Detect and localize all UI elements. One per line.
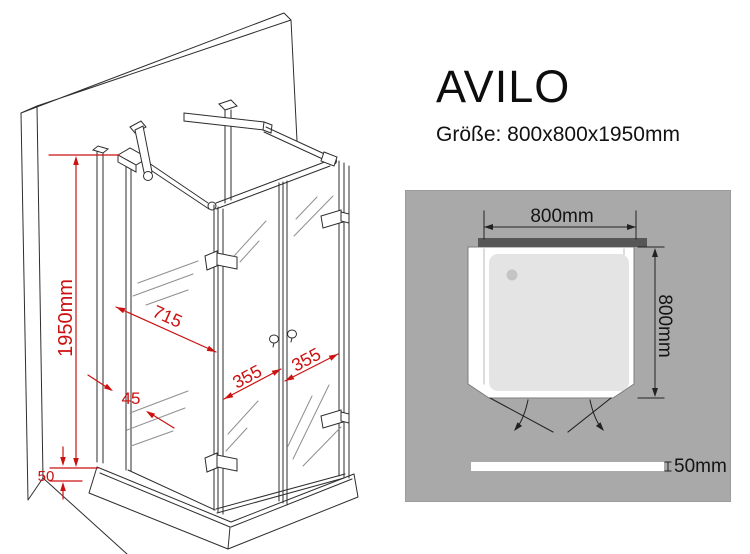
topview-tray-height-label: 50mm: [674, 456, 727, 477]
title-block: AVILO Größe: 800x800x1950mm: [436, 64, 680, 147]
dim-height-label: 1950mm: [55, 279, 77, 357]
topview-depth-label: 800mm: [654, 294, 675, 357]
dim-tray-height-label: 50: [38, 468, 55, 485]
dim-wall-profile-label: 45: [122, 389, 141, 408]
side-view-drawing: 1950mm 715 355 355 45 50: [20, 12, 359, 554]
shower-tray: [88, 466, 359, 550]
topview-width-label: 800mm: [530, 206, 593, 227]
tray-bar: 50mm: [471, 456, 727, 477]
dimension-annotations: 1950mm 715 355 355 45 50: [38, 154, 339, 500]
shower-wall: [20, 12, 298, 554]
top-view-panel: 800mm 800mm 50mm: [405, 190, 731, 502]
top-view-drawing: 800mm 800mm 50mm: [467, 206, 727, 477]
swing-arrow-left-icon: [514, 422, 523, 431]
width-dimension: 800mm: [483, 206, 637, 240]
product-title: AVILO: [436, 61, 571, 112]
door-hinges: [204, 209, 350, 473]
drain-icon: [506, 269, 518, 281]
dimension-arrowheads: [60, 156, 338, 491]
product-size-label: Größe: 800x800x1950mm: [436, 123, 680, 146]
dim-left-door-label: 355: [229, 361, 265, 393]
shower-tray-top: [489, 254, 629, 391]
dim-width-label: 715: [150, 301, 186, 331]
dim-right-door-label: 355: [288, 344, 324, 376]
top-support-bars: [129, 99, 338, 204]
depth-dimension: 800mm: [637, 246, 675, 399]
glass-reflection-lines: [126, 195, 342, 467]
wall-bar: [478, 238, 647, 247]
swing-arrow-right-icon: [595, 422, 604, 431]
door-knobs: [269, 329, 297, 348]
door-swing: [489, 397, 612, 433]
